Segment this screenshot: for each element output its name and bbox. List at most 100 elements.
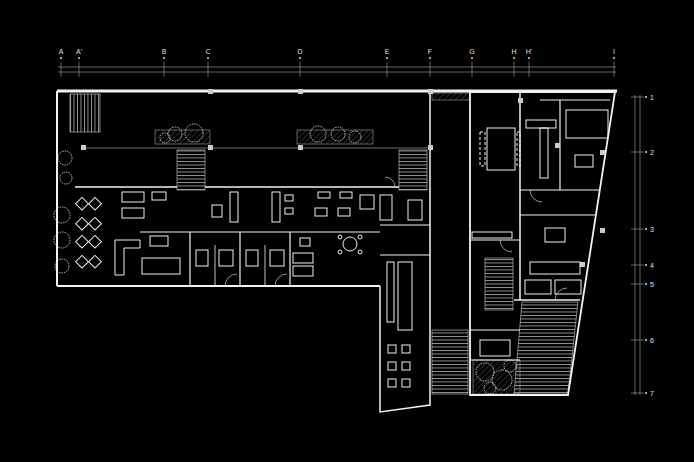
wall (56, 91, 58, 286)
wall (540, 100, 610, 101)
stair (485, 258, 513, 310)
column (428, 145, 433, 150)
wall (380, 224, 430, 225)
furniture (300, 238, 310, 246)
furniture (76, 255, 89, 268)
stair (432, 330, 468, 394)
furniture (293, 266, 313, 276)
furniture (388, 345, 396, 353)
furniture (89, 217, 102, 230)
dimension-dot (60, 57, 62, 59)
door-swing (225, 177, 567, 300)
furniture (196, 250, 208, 266)
dimension-line (58, 62, 644, 395)
dimension-dot (645, 339, 647, 341)
furniture (76, 235, 89, 248)
grid-letter: D (297, 48, 302, 55)
grid-letter: I (613, 48, 615, 55)
column (600, 150, 605, 155)
plant (54, 124, 516, 394)
furniture (408, 200, 422, 220)
wall (57, 91, 617, 412)
wall (380, 92, 430, 412)
dimension-line (614, 62, 615, 77)
dimension-line (631, 229, 644, 230)
dimension-dot (528, 57, 530, 59)
column (428, 89, 433, 94)
furniture (338, 235, 342, 239)
door-swing (225, 274, 237, 286)
wall (470, 360, 520, 361)
furniture (358, 250, 362, 254)
furniture (338, 250, 342, 254)
column (298, 89, 303, 94)
furniture (338, 208, 350, 216)
furniture (318, 192, 330, 198)
wall (57, 285, 380, 287)
plant (349, 131, 361, 143)
furniture (150, 236, 168, 246)
grid-number: 2 (650, 149, 654, 156)
dimension-dot (163, 57, 165, 59)
dimension-line (635, 95, 636, 395)
stair (70, 94, 100, 132)
dimension-line (631, 152, 644, 153)
dimension-line (631, 265, 644, 266)
dimension-line (79, 62, 80, 77)
furniture (358, 235, 362, 239)
stair (514, 302, 578, 394)
furniture (530, 262, 580, 274)
dimension-dot (645, 228, 647, 230)
grid-number: 7 (650, 390, 654, 397)
wall (265, 245, 266, 286)
dimension-dot (429, 57, 431, 59)
furniture (285, 195, 293, 201)
furniture (398, 262, 412, 330)
dimension-dot (645, 151, 647, 153)
furniture (480, 340, 510, 356)
dimension-dot (207, 57, 209, 59)
door-swing (530, 190, 542, 202)
dimension-line (631, 393, 644, 394)
dimension-line (208, 62, 209, 77)
furniture (402, 379, 410, 387)
door-swing (275, 274, 287, 286)
furniture (122, 192, 144, 202)
plant (60, 172, 72, 184)
planter (432, 93, 470, 100)
stair (399, 150, 427, 190)
furniture (360, 195, 374, 209)
wall (380, 254, 430, 255)
column (555, 143, 560, 148)
furniture (285, 208, 293, 214)
column (208, 145, 213, 150)
door-swing (555, 288, 567, 300)
column (81, 89, 605, 267)
plant (331, 127, 345, 141)
furniture (89, 197, 102, 210)
grid-number: 4 (650, 262, 654, 269)
plant (58, 151, 72, 165)
furniture (487, 128, 515, 170)
wall (470, 329, 520, 330)
furniture (388, 362, 396, 370)
grid-letter: G (469, 48, 474, 55)
column (208, 89, 213, 94)
planter (155, 130, 210, 144)
furniture (89, 255, 102, 268)
furniture (388, 379, 396, 387)
dimension-line (164, 62, 165, 77)
wall (189, 232, 190, 286)
column (298, 145, 303, 150)
wall (239, 232, 240, 286)
furniture (525, 280, 551, 294)
plant (185, 124, 203, 142)
furniture (380, 195, 392, 220)
dimension-dot (645, 392, 647, 394)
column (518, 98, 523, 103)
column (600, 228, 605, 233)
furniture (76, 217, 89, 230)
furniture (575, 155, 593, 167)
furniture (122, 208, 144, 218)
wall (514, 299, 580, 301)
